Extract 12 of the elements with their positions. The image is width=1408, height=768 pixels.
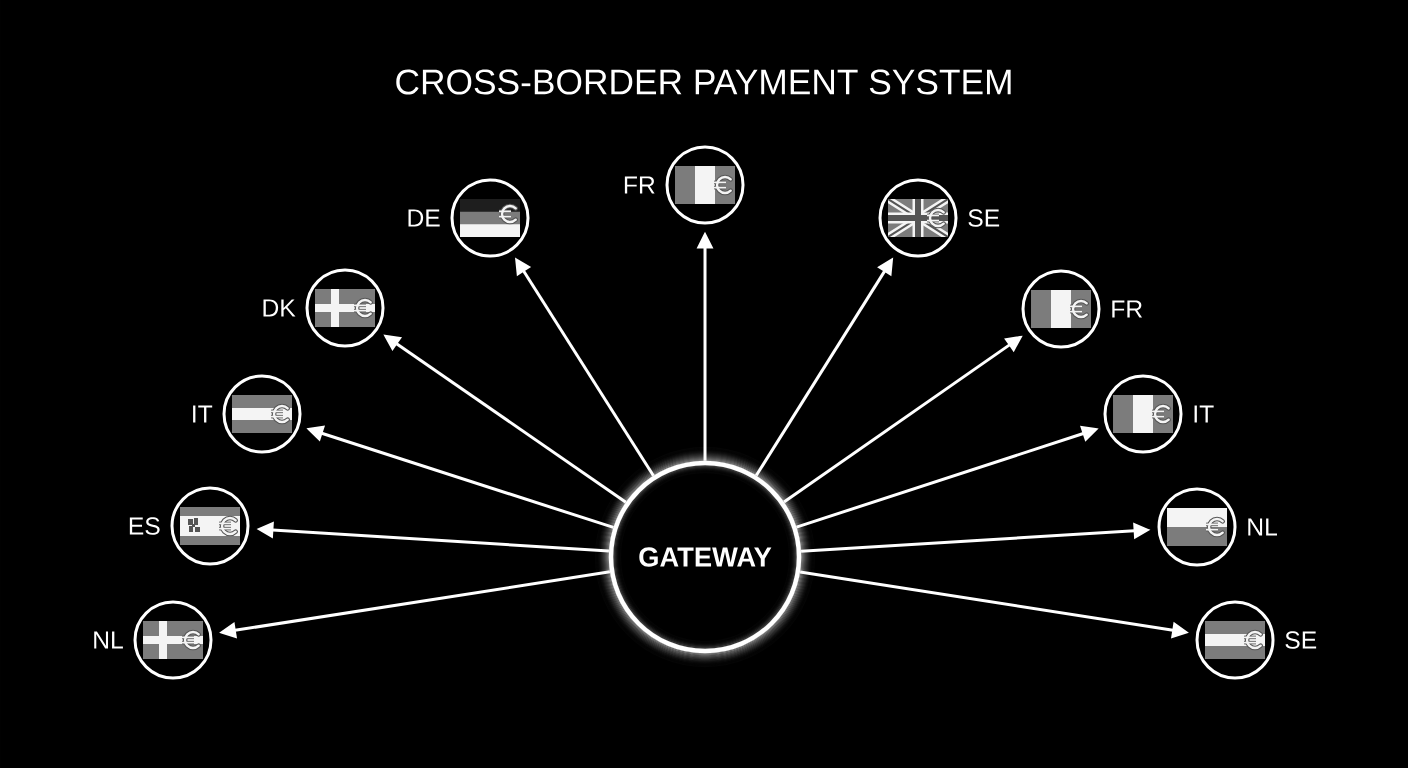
title: CROSS-BORDER PAYMENT SYSTEM [396,69,1011,95]
country-node: SE [1195,600,1317,680]
country-node: NL [1157,487,1277,567]
country-node: DE [408,178,530,258]
country-node: ES [129,486,250,566]
country-node: IT [193,374,302,454]
country-node: NL [94,600,213,680]
country-node: FR [1021,269,1142,349]
country-node: FR [624,145,745,225]
country-node: SE [878,178,1000,258]
country-node: DK [263,268,385,348]
country-node: IT [1103,374,1214,454]
